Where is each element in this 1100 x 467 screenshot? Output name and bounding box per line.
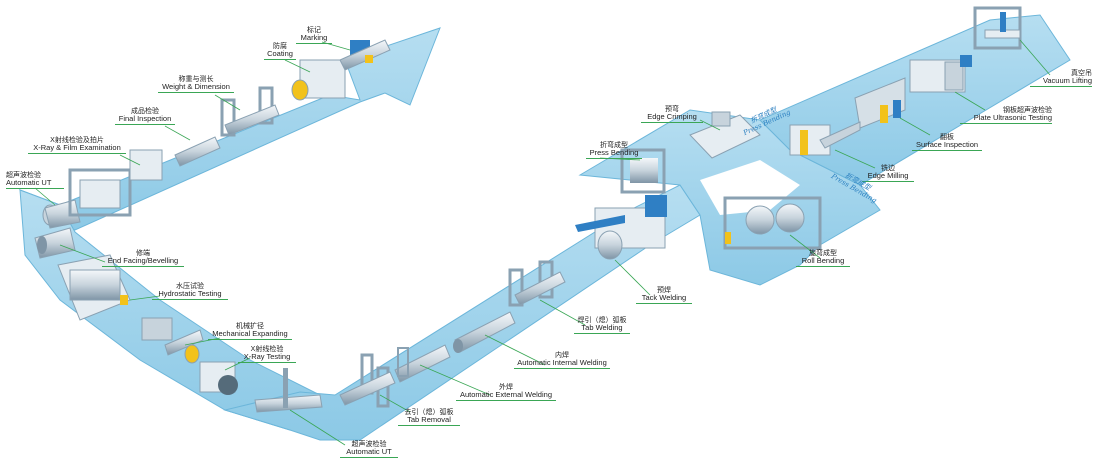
leader-vacuum-lifting bbox=[1019, 39, 1051, 76]
leader-internal-welding bbox=[484, 334, 546, 366]
coating-machine bbox=[291, 59, 346, 101]
leader-x-ray-film bbox=[119, 154, 141, 166]
label-end-facing-bevelling: 修端 End Facing/Bevelling bbox=[102, 250, 184, 268]
leader-ut-bottom bbox=[289, 409, 346, 446]
label-final-inspection: 成品检验 Final Inspection bbox=[115, 108, 175, 126]
label-coating: 防腐 Coating bbox=[264, 43, 296, 61]
ut-bottom-machine bbox=[254, 368, 323, 413]
tab-removal-machine bbox=[339, 353, 396, 408]
roll-bending-machine bbox=[723, 196, 822, 250]
equipment bbox=[34, 6, 1022, 413]
edge-milling-machine bbox=[789, 121, 861, 156]
final-inspection-machine bbox=[174, 136, 221, 167]
leader-external-welding bbox=[419, 364, 491, 396]
label-marking: 标记 Marking bbox=[296, 27, 332, 45]
leader-roll-bending bbox=[789, 234, 821, 259]
label-tab-removal: 去引（熄）弧板 Tab Removal bbox=[398, 409, 460, 427]
marking-machine bbox=[339, 39, 391, 71]
weight-dimension-machine bbox=[220, 86, 280, 137]
label-x-ray-film-examination: X射线检验及拍片 X-Ray & Film Examination bbox=[28, 137, 126, 155]
label-weight-dimension: 称重与测长 Weight & Dimension bbox=[158, 76, 234, 94]
leader-ut-top bbox=[34, 187, 56, 206]
x-ray-testing-machine bbox=[199, 361, 238, 395]
label-edge-crimping: 预弯 Edge Crimping bbox=[641, 106, 703, 124]
label-plate-ultrasonic-testing: 钢板超声波检验 Plate Ultrasonic Testing bbox=[960, 107, 1052, 125]
label-automatic-internal-welding: 内焊 Automatic Internal Welding bbox=[514, 352, 610, 370]
label-tack-welding: 预焊 Tack Welding bbox=[636, 287, 692, 305]
label-edge-milling: 铣边 Edge Milling bbox=[862, 165, 914, 183]
left-leg bbox=[19, 189, 321, 431]
tack-welding-machine bbox=[575, 195, 667, 260]
label-press-bending: 折弯成型 Press Bending bbox=[586, 142, 642, 160]
label-tab-welding: 焊引（熄）弧板 Tab Welding bbox=[574, 317, 630, 335]
leader-surface-inspection bbox=[899, 117, 931, 136]
leader-hydrostatic bbox=[129, 295, 161, 301]
leader-tack-welding bbox=[614, 259, 651, 296]
hydrostatic-testing-machine bbox=[57, 254, 131, 321]
leader-tab-removal bbox=[379, 394, 411, 413]
leader-tab-welding bbox=[539, 299, 586, 326]
edge-crimping-machine bbox=[689, 111, 761, 159]
label-mechanical-expanding: 机械扩径 Mechanical Expanding bbox=[208, 323, 292, 341]
label-automatic-ut-top: 超声波检验 Automatic UT bbox=[6, 172, 64, 190]
mechanical-expanding-machine bbox=[141, 317, 204, 364]
label-x-ray-testing: X射线检验 X-Ray Testing bbox=[238, 346, 296, 364]
external-welding-machine bbox=[394, 344, 451, 383]
surface-inspection-machine bbox=[854, 77, 906, 129]
leader-weight-dimension bbox=[214, 94, 241, 111]
leader-plate-ut bbox=[954, 91, 986, 111]
label-surface-inspection: 翻板 Surface Inspection bbox=[912, 134, 982, 152]
leader-mechanical-expanding bbox=[184, 337, 221, 346]
leader-x-ray-testing bbox=[224, 357, 251, 371]
end-facing-machine bbox=[34, 227, 76, 259]
internal-welding-machine bbox=[453, 311, 516, 353]
press-bending-machine bbox=[620, 148, 666, 194]
plate-ut-machine bbox=[909, 55, 972, 93]
vacuum-lifting-machine bbox=[973, 6, 1022, 50]
leader-final-inspection bbox=[164, 125, 191, 141]
label-automatic-ut-bottom: 超声波检验 Automatic UT bbox=[340, 441, 398, 459]
label-hydrostatic-testing: 水压试验 Hydrostatic Testing bbox=[152, 283, 228, 301]
leader-end-facing bbox=[59, 244, 106, 263]
leader-edge-milling bbox=[834, 149, 876, 169]
label-vacuum-lifting: 真空吊 Vacuum Lifting bbox=[1030, 70, 1092, 88]
x-ray-film-machine bbox=[68, 149, 163, 217]
tab-welding-machine bbox=[508, 260, 566, 307]
leader-edge-crimping bbox=[699, 119, 721, 131]
label-automatic-external-welding: 外焊 Automatic External Welding bbox=[456, 384, 556, 402]
label-roll-bending: 旋弯成型 Roll Bending bbox=[796, 250, 850, 268]
leader-coating bbox=[284, 59, 311, 73]
